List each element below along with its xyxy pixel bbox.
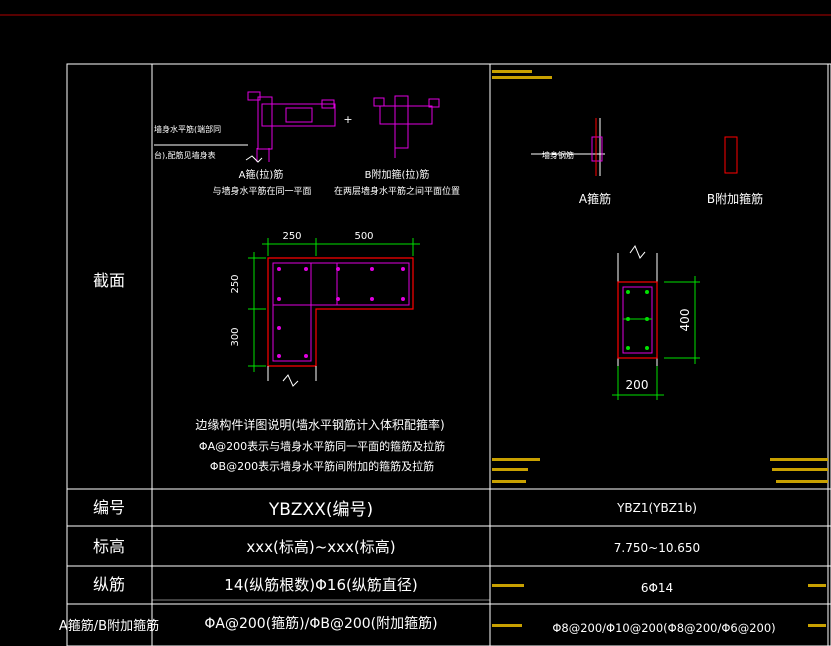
dim-top-right: 500 bbox=[354, 231, 373, 242]
b-stirrup-detail bbox=[373, 95, 440, 158]
dim-top-left: 250 bbox=[282, 231, 301, 242]
l-section bbox=[267, 257, 414, 387]
a-caption-line1: A箍(拉)筋 bbox=[239, 168, 284, 181]
plus-sign: + bbox=[343, 113, 352, 126]
a-stirrup-detail bbox=[247, 91, 336, 162]
col-a-label: A箍筋 bbox=[579, 191, 611, 206]
dim-left-upper: 250 bbox=[230, 274, 241, 293]
b-caption-line2: 在两层墙身水平筋之间平面位置 bbox=[334, 185, 460, 197]
dim-left-lower: 300 bbox=[230, 327, 241, 346]
wall-label-line1: 墙身水平筋(端部同 bbox=[154, 124, 221, 134]
row-label-long-bars: 纵筋 bbox=[93, 575, 125, 594]
column-elevation: 7.750~10.650 bbox=[614, 541, 700, 555]
col-a-stirrup-sketch bbox=[591, 136, 603, 162]
template-elevation: xxx(标高)~xxx(标高) bbox=[246, 538, 395, 556]
l-dimensions bbox=[248, 238, 420, 372]
note-line2: ΦA@200表示与墙身水平筋同一平面的箍筋及拉筋 bbox=[199, 439, 445, 453]
col-dimensions bbox=[612, 276, 700, 400]
column-number: YBZ1(YBZ1b) bbox=[616, 501, 697, 515]
b-caption-line1: B附加箍(拉)筋 bbox=[365, 168, 430, 181]
note-line1: 边缘构件详图说明(墙水平钢筋计入体积配箍率) bbox=[195, 417, 444, 432]
col-sketch-red bbox=[595, 118, 738, 176]
col-dim-width: 200 bbox=[626, 378, 649, 392]
col-dim-height: 400 bbox=[678, 309, 692, 332]
col-wall-label: 墙身钢筋 bbox=[542, 150, 574, 160]
note-line3: ΦB@200表示墙身水平筋间附加的箍筋及拉筋 bbox=[210, 459, 434, 473]
col-wall-sketch bbox=[531, 118, 605, 176]
a-caption-line2: 与墙身水平筋在同一平面 bbox=[212, 185, 311, 197]
row-label-section: 截面 bbox=[93, 271, 125, 290]
row-label-number: 编号 bbox=[93, 498, 125, 517]
a-break-mark bbox=[245, 155, 263, 163]
table-grid bbox=[66, 63, 831, 646]
row-label-elevation: 标高 bbox=[93, 537, 125, 556]
template-number: YBZXX(编号) bbox=[268, 500, 373, 520]
template-stirrups: ΦA@200(箍筋)/ΦB@200(附加箍筋) bbox=[204, 615, 437, 632]
column-stirrups: Φ8@200/Φ10@200(Φ8@200/Φ6@200) bbox=[552, 621, 775, 635]
row-labels: 截面 编号 标高 纵筋 A箍筋/B附加箍筋 bbox=[59, 271, 159, 634]
template-values: YBZXX(编号) xxx(标高)~xxx(标高) 14(纵筋根数)Φ16(纵筋… bbox=[204, 500, 437, 632]
long-bar-dots bbox=[277, 267, 405, 358]
template-long-bars: 14(纵筋根数)Φ16(纵筋直径) bbox=[224, 576, 417, 594]
column-cross-section bbox=[617, 244, 658, 372]
wall-label-line2: 台),配筋见墙身表 bbox=[154, 150, 216, 160]
col-b-label: B附加箍筋 bbox=[707, 191, 763, 206]
tiny-cad-annotations bbox=[492, 70, 828, 627]
column-long-bars: 6Φ14 bbox=[641, 581, 673, 595]
row-label-stirrups: A箍筋/B附加箍筋 bbox=[59, 618, 159, 634]
column-values: YBZ1(YBZ1b) 7.750~10.650 6Φ14 Φ8@200/Φ10… bbox=[552, 501, 775, 635]
